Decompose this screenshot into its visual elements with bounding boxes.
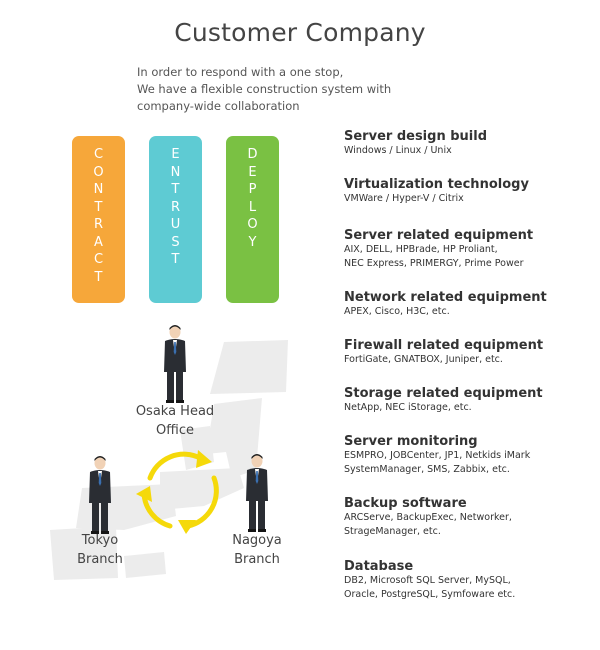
intro-line: company-wide collaboration — [137, 99, 300, 113]
nagoya-label-line: Branch — [234, 552, 280, 567]
category-detail: ESMPRO, JOBCenter, JP1, Netkids iMark — [344, 450, 531, 461]
category-detail: NEC Express, PRIMERGY, Prime Power — [344, 258, 524, 269]
pillar-letter: T — [94, 199, 103, 215]
pillar-letter: O — [247, 217, 258, 232]
pillar-letter: L — [248, 199, 257, 215]
category-server-monitoring: Server monitoring ESMPRO, JOBCenter, JP1… — [344, 434, 594, 477]
tokyo-label: Tokyo Branch — [55, 531, 145, 569]
category-title: Server monitoring — [344, 434, 478, 449]
category-detail: ARCServe, BackupExec, Networker, — [344, 512, 512, 523]
category-detail: FortiGate, GNATBOX, Juniper, etc. — [344, 354, 503, 365]
category-network-equipment: Network related equipment APEX, Cisco, H… — [344, 290, 594, 319]
category-title: Database — [344, 559, 414, 574]
pillar-letter: S — [171, 234, 180, 250]
category-title: Virtualization technology — [344, 177, 529, 192]
category-detail: Oracle, PostgreSQL, Symfoware etc. — [344, 589, 516, 600]
osaka-label-line: Office — [156, 423, 194, 438]
pillar-letter: Y — [248, 234, 257, 250]
pillar-letter: N — [170, 164, 181, 180]
category-backup-software: Backup software ARCServe, BackupExec, Ne… — [344, 496, 594, 539]
category-detail: AIX, DELL, HPBrade, HP Proliant, — [344, 244, 498, 255]
category-title: Storage related equipment — [344, 386, 543, 401]
category-detail: APEX, Cisco, H3C, etc. — [344, 306, 450, 317]
category-detail: SystemManager, SMS, Zabbix, etc. — [344, 464, 510, 475]
osaka-person-icon — [164, 325, 186, 403]
osaka-label-line: Osaka Head — [135, 404, 215, 419]
tokyo-label-line: Branch — [77, 552, 123, 567]
category-title: Network related equipment — [344, 290, 547, 305]
pillar-letter: C — [93, 147, 104, 162]
category-server-equipment: Server related equipment AIX, DELL, HPBr… — [344, 228, 594, 271]
pillar-letter: R — [93, 217, 104, 232]
tokyo-label-line: Tokyo — [81, 533, 119, 548]
category-title: Firewall related equipment — [344, 338, 544, 353]
pillar-letter: T — [171, 182, 180, 197]
osaka-label: Osaka Head Office — [125, 402, 225, 440]
pillar-letter: P — [248, 182, 257, 197]
pillar-letter: C — [93, 252, 104, 267]
tokyo-person-icon — [89, 456, 111, 534]
pillar-letter: D — [247, 147, 258, 162]
category-title: Backup software — [344, 496, 467, 511]
pillar-letter: T — [94, 269, 103, 285]
pillar-letter: T — [171, 252, 180, 267]
pillar-letter: U — [170, 217, 181, 232]
pillar-letter: O — [93, 164, 104, 180]
category-database: Database DB2, Microsoft SQL Server, MySQ… — [344, 559, 594, 602]
category-detail: DB2, Microsoft SQL Server, MySQL, — [344, 575, 511, 586]
pillar-letter: E — [248, 164, 257, 180]
nagoya-label-line: Nagoya — [232, 533, 282, 548]
intro-line: We have a flexible construction system w… — [137, 82, 392, 96]
category-virtualization: Virtualization technology VMWare / Hyper… — [344, 177, 594, 206]
category-detail: StrageManager, etc. — [344, 526, 441, 537]
page-title: Customer Company — [174, 18, 426, 47]
cycle-arrowheads — [136, 450, 212, 534]
nagoya-label: Nagoya Branch — [212, 531, 302, 569]
category-storage-equipment: Storage related equipment NetApp, NEC iS… — [344, 386, 594, 415]
pillar-letter: R — [170, 199, 181, 215]
pillar-letter: N — [93, 182, 104, 197]
pillar-letter: E — [171, 147, 180, 162]
intro-line: In order to respond with a one stop, — [137, 65, 344, 79]
category-detail: VMWare / Hyper-V / Citrix — [344, 193, 464, 204]
category-server-design: Server design build Windows / Linux / Un… — [344, 129, 594, 158]
nagoya-person-icon — [246, 454, 268, 532]
category-title: Server related equipment — [344, 228, 534, 243]
category-detail: Windows / Linux / Unix — [344, 145, 452, 156]
pillar-letter: A — [94, 234, 103, 250]
category-detail: NetApp, NEC iStorage, etc. — [344, 402, 472, 413]
intro-text: In order to respond with a one stop, We … — [137, 64, 437, 115]
category-title: Server design build — [344, 129, 487, 144]
category-firewall-equipment: Firewall related equipment FortiGate, GN… — [344, 338, 594, 367]
